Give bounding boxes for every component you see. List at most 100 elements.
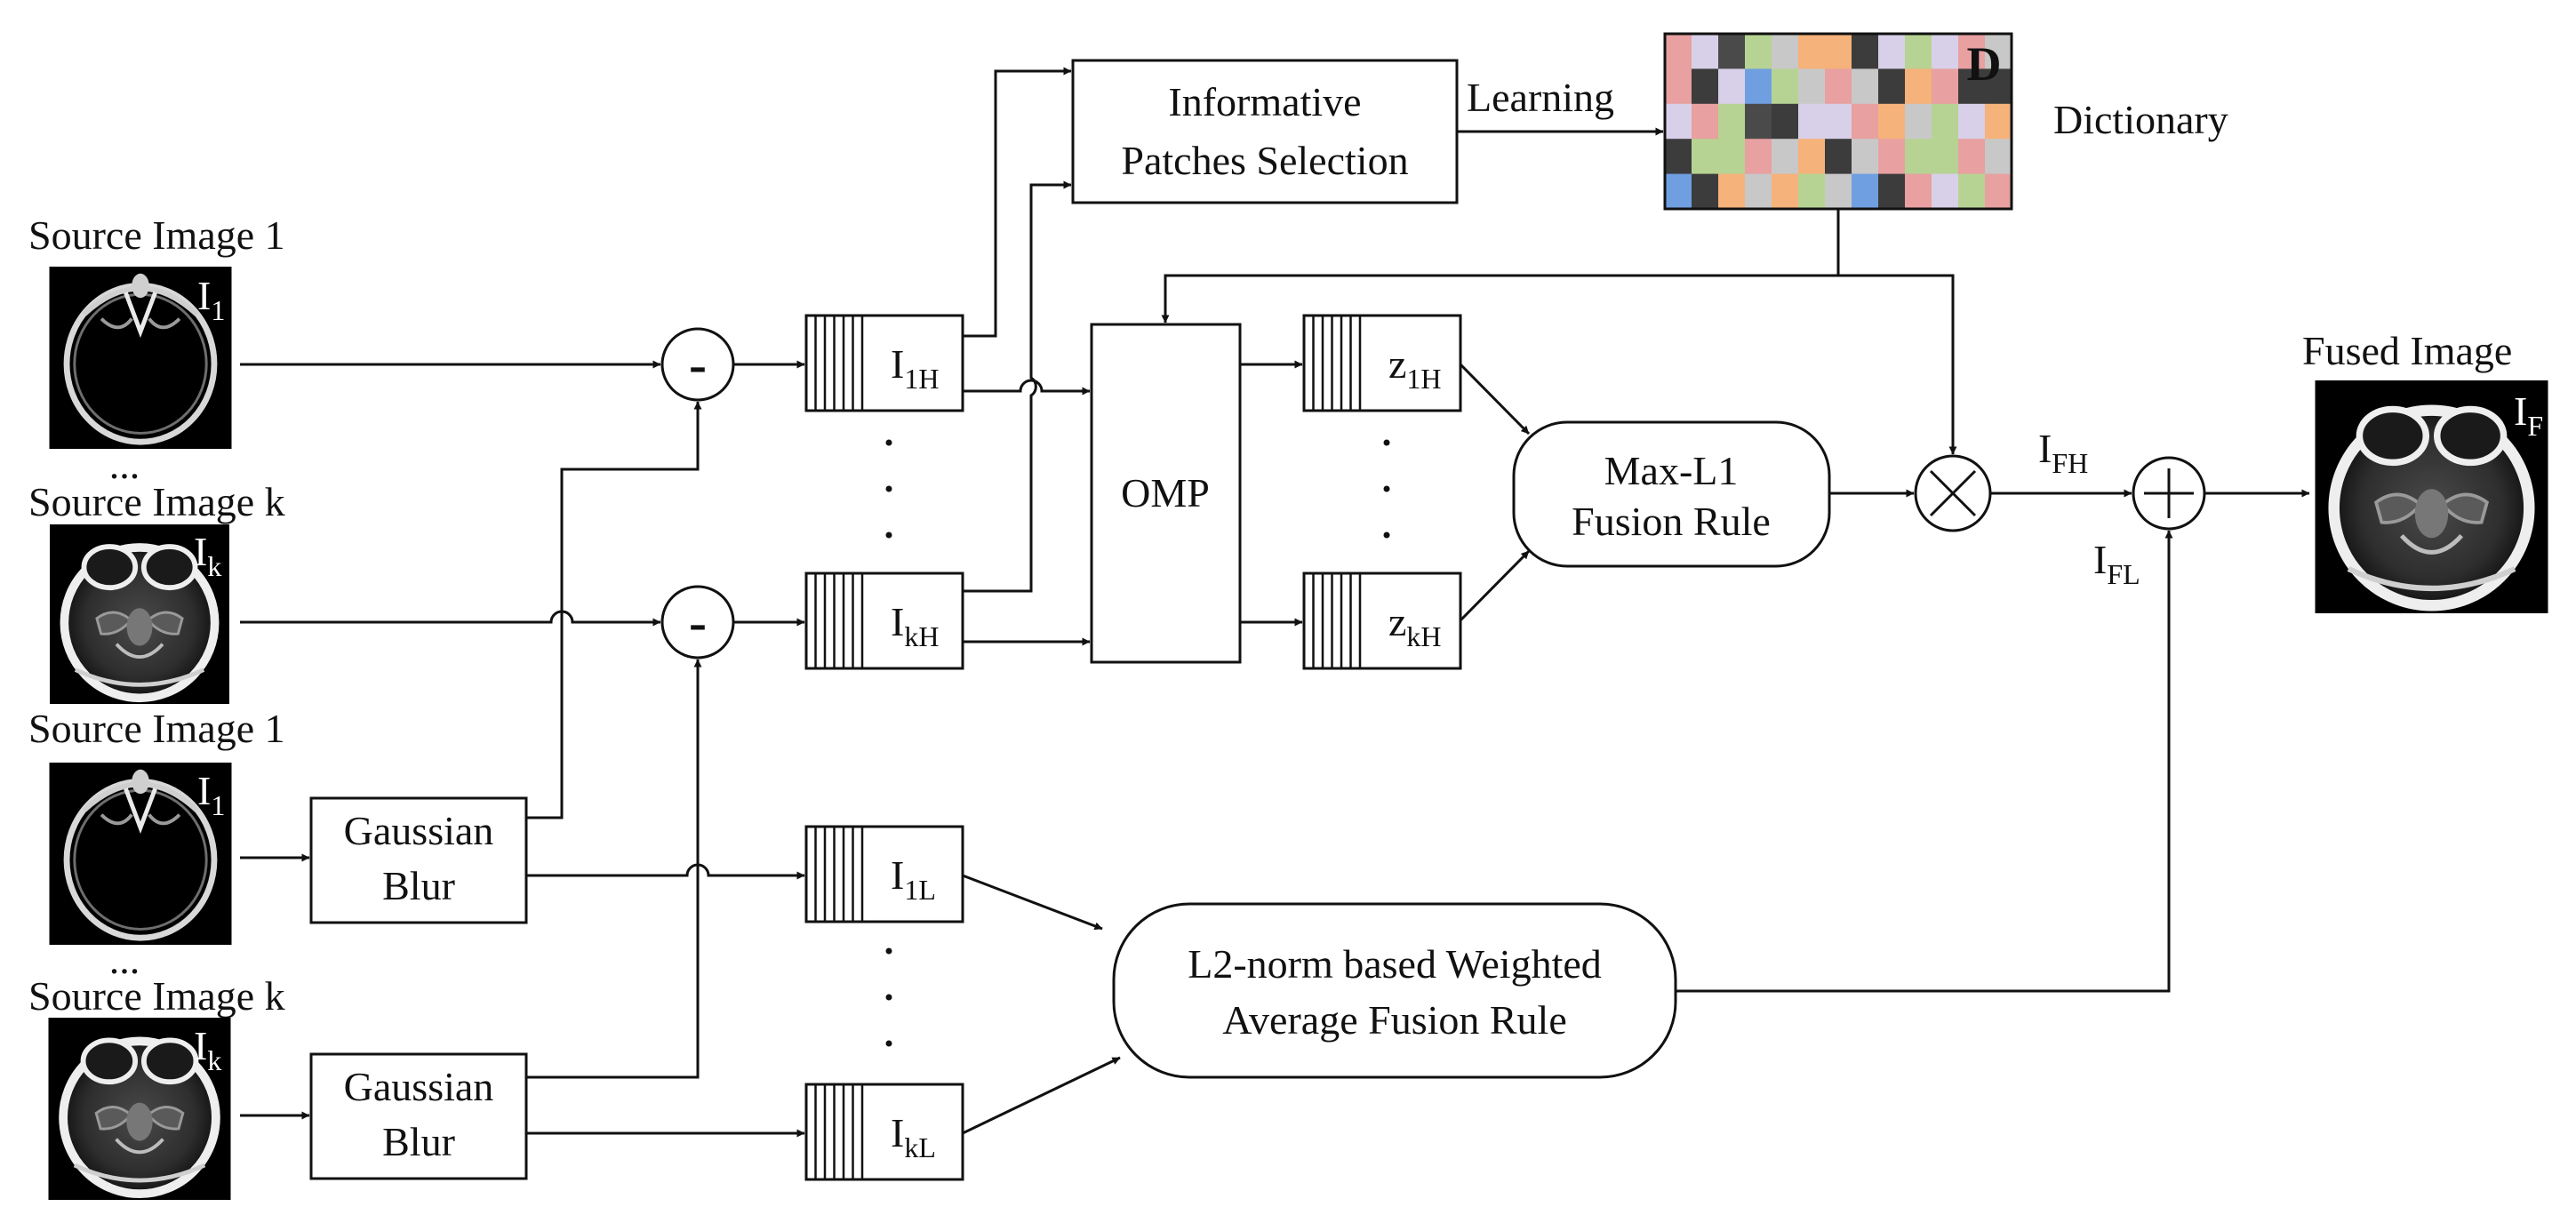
dictionary-cell [1905,139,1932,175]
dictionary-cell [1745,34,1772,69]
dictionary-cell [1905,103,1932,140]
patch-stack-ikl: IkL [804,1083,964,1181]
dictionary-cell [1825,139,1852,175]
dictionary-cell [1985,173,2012,210]
dictionary-cell [1745,68,1772,105]
patch-stack-zkh: zkH [1302,572,1462,670]
source-image-1-top-symbol: I1 [197,273,225,326]
source-image-k-top-label: Source Image k [28,479,285,524]
dictionary-cell [1665,173,1692,210]
dictionary-label: Dictionary [2053,97,2228,142]
dictionary-cell [1745,139,1772,175]
dictionary-cell [1692,68,1719,105]
dictionary-cell [1825,173,1852,210]
gaussian-blur-block-2: Gaussian Blur [309,1052,528,1180]
source-image-1-bottom-symbol: I1 [197,768,225,821]
patch-stack-label: I1H [891,341,939,395]
dictionary-cell [1932,103,1959,140]
dictionary-cell [1718,34,1746,69]
dictionary-cell [1878,139,1906,175]
dictionary-cell [1878,173,1906,210]
dictionary-cell [1798,34,1826,69]
minus-symbol: - [689,593,707,651]
patch-stack-label: zkH [1388,599,1442,652]
source-image-1-bottom: Source Image 1 I1 [28,706,285,945]
dictionary-cell [1985,139,2012,175]
dictionary-cell [1718,68,1746,105]
vertical-ellipsis-coef [1383,439,1390,539]
l2-norm-label-line2: Average Fusion Rule [1222,997,1567,1043]
dictionary-grid [1665,34,2012,210]
connections [240,67,2310,1138]
max-l1-label-line2: Fusion Rule [1572,499,1771,544]
omp-label: OMP [1121,470,1210,516]
dictionary-cell [1692,173,1719,210]
informative-patches-label-line2: Patches Selection [1121,138,1408,183]
dictionary-cell [1878,68,1906,105]
source-image-k-top-symbol: Ik [194,529,221,582]
dictionary-cell [1852,34,1879,69]
source-image-k-bottom-symbol: Ik [194,1023,221,1076]
gaussian-blur-block-1: Gaussian Blur [309,796,528,924]
dictionary-cell [1958,139,1986,175]
gaussian-blur-label-line1: Gaussian [344,808,494,853]
ifh-label: IFH [2038,426,2088,479]
fused-image-symbol: IF [2514,388,2543,442]
dictionary-cell [1798,68,1826,105]
dictionary-cell [1905,173,1932,210]
dictionary-cell [1692,139,1719,175]
source-image-1-top-label: Source Image 1 [28,212,285,258]
subtract-node-1: - [660,327,735,402]
dictionary-cell [1665,103,1692,140]
dictionary-cell [1878,34,1906,69]
dictionary-cell [1905,68,1932,105]
ifl-label: IFL [2093,537,2140,590]
dictionary-cell [1798,173,1826,210]
dictionary-cell [1985,103,2012,140]
dictionary-cell [1878,103,1906,140]
source-image-k-bottom-label: Source Image k [28,973,285,1019]
gaussian-blur-label-line2: Blur [382,1119,455,1164]
dictionary-cell [1985,68,2012,105]
dictionary: D Dictionary [1663,32,2228,211]
dictionary-cell [1665,68,1692,105]
dictionary-cell [1958,103,1986,140]
fused-image: Fused Image IF [2302,328,2548,613]
patch-stack-i1h: I1H [804,314,964,412]
patch-stack-label: I1L [891,852,936,906]
gaussian-blur-label-line2: Blur [382,863,455,908]
dictionary-cell [1718,139,1746,175]
dictionary-cell [1745,173,1772,210]
patch-stack-z1h: z1H [1302,314,1462,412]
dictionary-cell [1772,68,1799,105]
dictionary-symbol: D [1967,37,2002,91]
dictionary-cell [1958,68,1986,105]
informative-patches-block: Informative Patches Selection [1071,59,1459,204]
dictionary-cell [1932,34,1959,69]
add-node [2132,456,2206,531]
patch-stack-label: z1H [1388,341,1442,395]
gaussian-blur-label-line1: Gaussian [344,1064,494,1109]
informative-patches-label-line1: Informative [1168,79,1361,124]
patch-stack-ikh: IkH [804,572,964,670]
vertical-ellipsis-low [885,947,892,1047]
ellipsis-bottom: ... [109,937,140,982]
dictionary-cell [1932,173,1959,210]
dictionary-cell [1825,103,1852,140]
patch-stack-label: IkH [891,599,939,652]
dictionary-cell [1692,34,1719,69]
dictionary-cell [1852,139,1879,175]
dictionary-cell [1692,103,1719,140]
max-l1-label-line1: Max-L1 [1604,448,1739,493]
source-image-k-top: Source Image k Ik [28,479,285,704]
dictionary-cell [1932,68,1959,105]
dictionary-cell [1825,34,1852,69]
multiply-node [1914,454,1992,532]
max-l1-fusion-block: Max-L1 Fusion Rule [1512,420,1831,568]
dictionary-cell [1905,34,1932,69]
l2-norm-label-line1: L2-norm based Weighted [1188,941,1602,987]
dictionary-cell [1772,139,1799,175]
source-image-k-bottom: Source Image k Ik [28,973,285,1200]
dictionary-cell [1958,173,1986,210]
